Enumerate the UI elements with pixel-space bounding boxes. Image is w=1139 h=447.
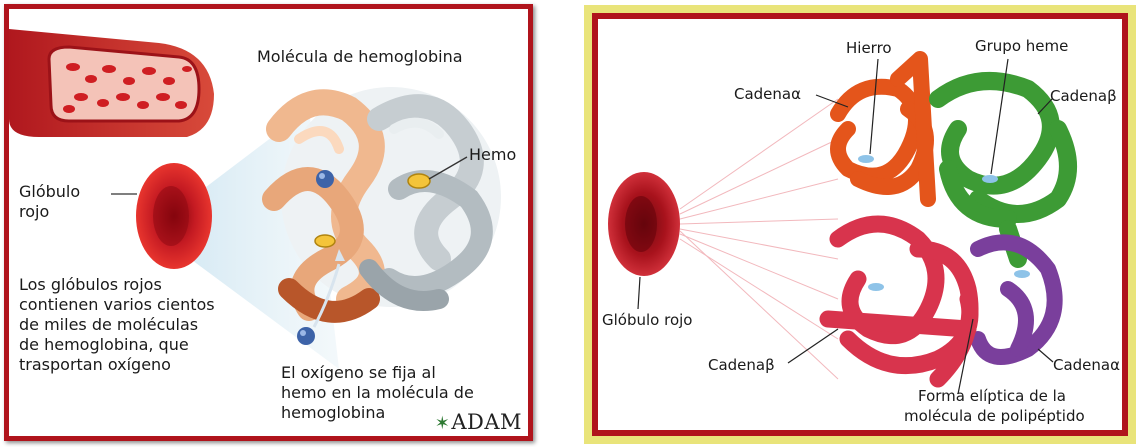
caption-line3: de miles de moléculas [19,315,198,335]
caption-line4: de hemoglobina, que [19,335,189,355]
label-cadena-alpha-bottom: Cadenaα [1053,356,1120,374]
caption-line5: trasportan oxígeno [19,355,171,375]
beta-chain-top [938,81,1068,259]
molecule-title: Molécula de hemoglobina [257,47,463,67]
label-red-cell-line1: Glóbulo [19,182,80,202]
hemoglobin-chains [828,59,1068,379]
adam-logo-text: ADAM [451,410,522,434]
label-hierro: Hierro [846,39,892,57]
caption-line1: Los glóbulos rojos [19,275,162,295]
alpha-chain-top [838,59,928,199]
oxygen-caption-line3: hemoglobina [281,403,385,423]
blood-vessel-icon [9,29,214,137]
caption-line2: contienen varios cientos [19,295,215,315]
right-illustration [598,19,1122,430]
label-red-cell-line2: rojo [19,202,49,222]
label-grupo-heme: Grupo heme [975,37,1068,55]
beta-chain-bottom [828,224,970,379]
red-blood-cell-icon [136,163,212,269]
star-icon: ✶ [435,413,451,434]
label-cadena-alpha-top: Cadenaα [734,85,801,103]
right-diagram-frame: Hierro Grupo heme Cadenaα Cadenaβ Glóbul… [592,13,1128,436]
adam-logo: ✶ADAM [435,410,522,434]
label-forma-line1: Forma elíptica de la [918,387,1066,405]
label-cadena-beta-top: Cadenaβ [1050,87,1117,105]
oxygen-caption-line2: hemo en la molécula de [281,383,474,403]
left-diagram-panel: Molécula de hemoglobina Glóbulo rojo Hem… [4,4,533,441]
label-hemo: Hemo [469,145,516,165]
oxygen-caption-line1: El oxígeno se fija al [281,363,436,383]
label-forma-line2: molécula de polipéptido [904,407,1085,425]
label-globulo-rojo: Glóbulo rojo [602,311,692,329]
label-cadena-beta-bottom: Cadenaβ [708,356,775,374]
magnification-rays [680,99,838,379]
red-blood-cell-icon [608,172,680,276]
right-diagram-panel: Hierro Grupo heme Cadenaα Cadenaβ Glóbul… [584,5,1136,444]
